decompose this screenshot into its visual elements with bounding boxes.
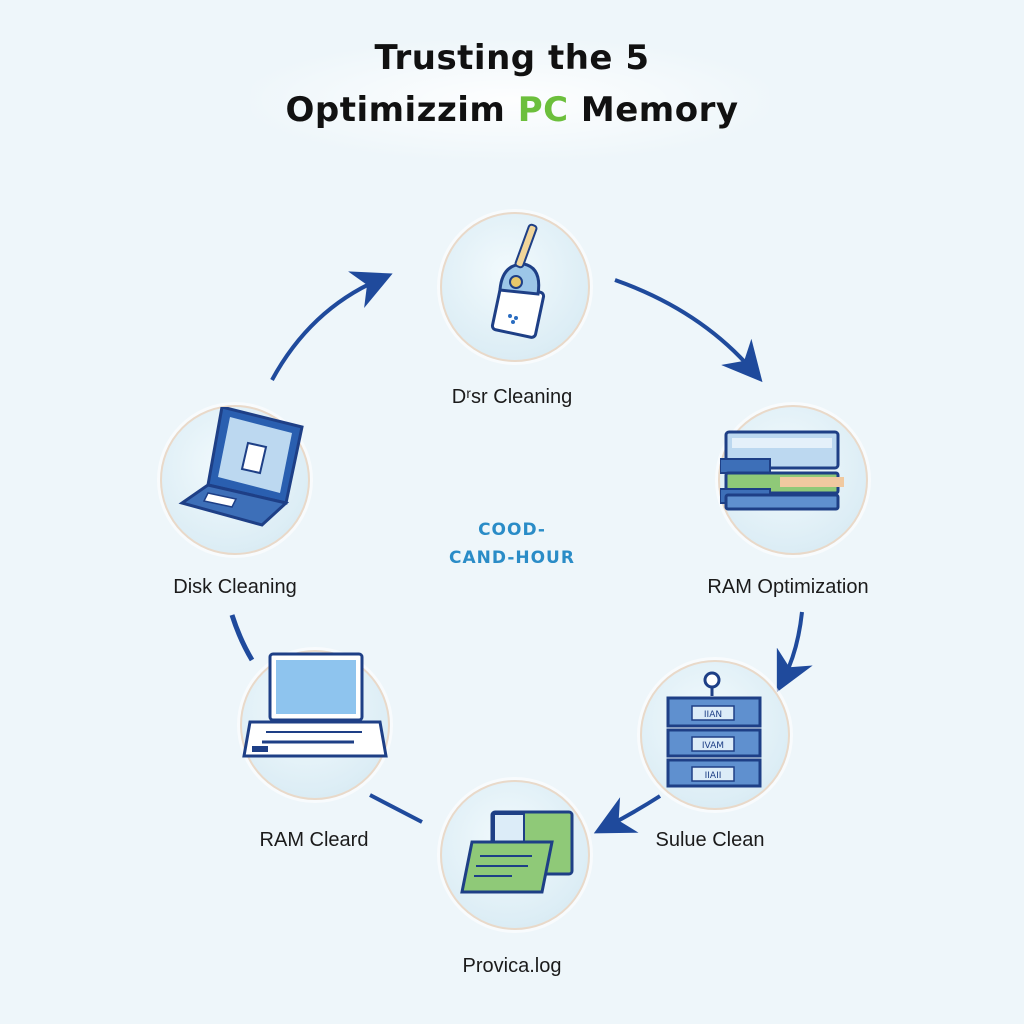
server-label-1: IIAN <box>704 710 722 720</box>
node-label-bottom: Provica.log <box>462 955 562 977</box>
documents-icon <box>460 810 574 894</box>
brush-icon <box>490 223 546 339</box>
node-label-right: RAM Optimization <box>707 576 869 598</box>
node-label-bottom-left: RAM Cleard <box>259 829 369 851</box>
arrow-bottom-left <box>369 793 423 824</box>
arrow-left-down <box>229 614 255 662</box>
node-bottom-right: IIAN IVAM IIAII <box>640 660 790 810</box>
server-label-3: IIAII <box>705 771 722 781</box>
page-title: Trusting the 5 <box>374 38 650 78</box>
node-bottom <box>440 780 590 930</box>
server-rack-icon: IIAN IVAM IIAII <box>666 671 762 788</box>
laptop-open-icon <box>242 652 388 758</box>
node-left <box>160 405 310 555</box>
arrow-bottom-right <box>593 794 662 834</box>
arrow-top-right <box>614 278 763 383</box>
subtitle-prefix: Optimizzim <box>285 90 506 130</box>
center-text-line-1: COOD- <box>478 520 546 540</box>
node-label-bottom-right: Sulue Clean <box>655 829 765 851</box>
subtitle-accent: PC <box>517 90 569 130</box>
arrow-left-top <box>270 271 393 381</box>
subtitle-suffix: Memory <box>580 90 739 130</box>
node-label-top: Dʳsr Cleaning <box>451 386 573 408</box>
ram-stack-icon <box>720 430 844 511</box>
arrow-right-down <box>776 611 813 693</box>
laptop-icon <box>178 407 304 527</box>
title-highlight <box>250 40 770 160</box>
node-right <box>718 405 868 555</box>
node-bottom-left <box>240 650 390 800</box>
node-top <box>440 212 590 362</box>
server-label-2: IVAM <box>702 741 724 751</box>
center-text-line-2: CAND-HOUR <box>449 548 575 568</box>
page-subtitle: Optimizzim PC Memory <box>0 90 1024 130</box>
node-label-left: Disk Cleaning <box>173 576 297 598</box>
